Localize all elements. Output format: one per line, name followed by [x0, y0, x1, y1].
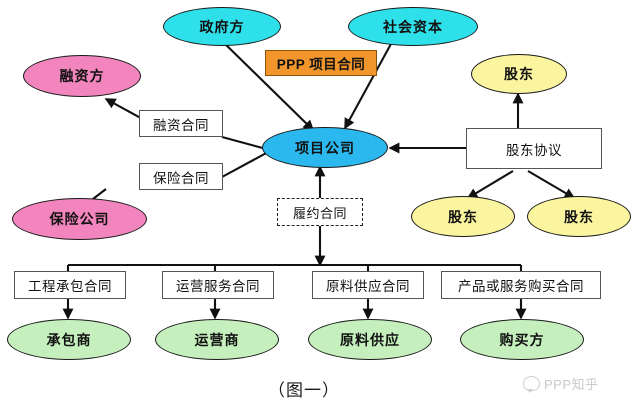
node-ppp-contract[interactable]: PPP 项目合同 [265, 50, 377, 76]
wechat-icon [523, 376, 540, 393]
watermark-label: PPP知乎 [544, 377, 599, 392]
node-purchase-contract[interactable]: 产品或服务购买合同 [441, 271, 601, 299]
node-material-contract[interactable]: 原料供应合同 [312, 271, 424, 299]
node-private-capital[interactable]: 社会资本 [348, 7, 478, 46]
node-financing-contract[interactable]: 融资合同 [139, 110, 223, 137]
node-shareholder-top[interactable]: 股东 [471, 54, 567, 94]
node-shareholder-right[interactable]: 股东 [527, 196, 631, 237]
node-insurance-contract[interactable]: 保险合同 [139, 163, 223, 190]
node-construction-contract[interactable]: 工程承包合同 [14, 271, 126, 299]
node-operator[interactable]: 运营商 [155, 319, 279, 360]
node-operation-contract[interactable]: 运营服务合同 [162, 271, 274, 299]
node-buyer[interactable]: 购买方 [460, 319, 584, 360]
node-project-company[interactable]: 项目公司 [262, 127, 388, 168]
node-financier[interactable]: 融资方 [23, 55, 141, 97]
node-insurance-company[interactable]: 保险公司 [12, 198, 147, 240]
node-shareholder-left[interactable]: 股东 [411, 196, 515, 237]
node-government[interactable]: 政府方 [163, 7, 281, 46]
figure-caption: （图一） [268, 381, 340, 400]
node-material-supplier[interactable]: 原料供应 [308, 319, 432, 360]
node-shareholder-agreement[interactable]: 股东协议 [466, 128, 602, 169]
node-contractor[interactable]: 承包商 [7, 319, 131, 360]
watermark: PPP知乎 [523, 374, 599, 393]
node-performance-contract[interactable]: 履约合同 [277, 198, 363, 226]
